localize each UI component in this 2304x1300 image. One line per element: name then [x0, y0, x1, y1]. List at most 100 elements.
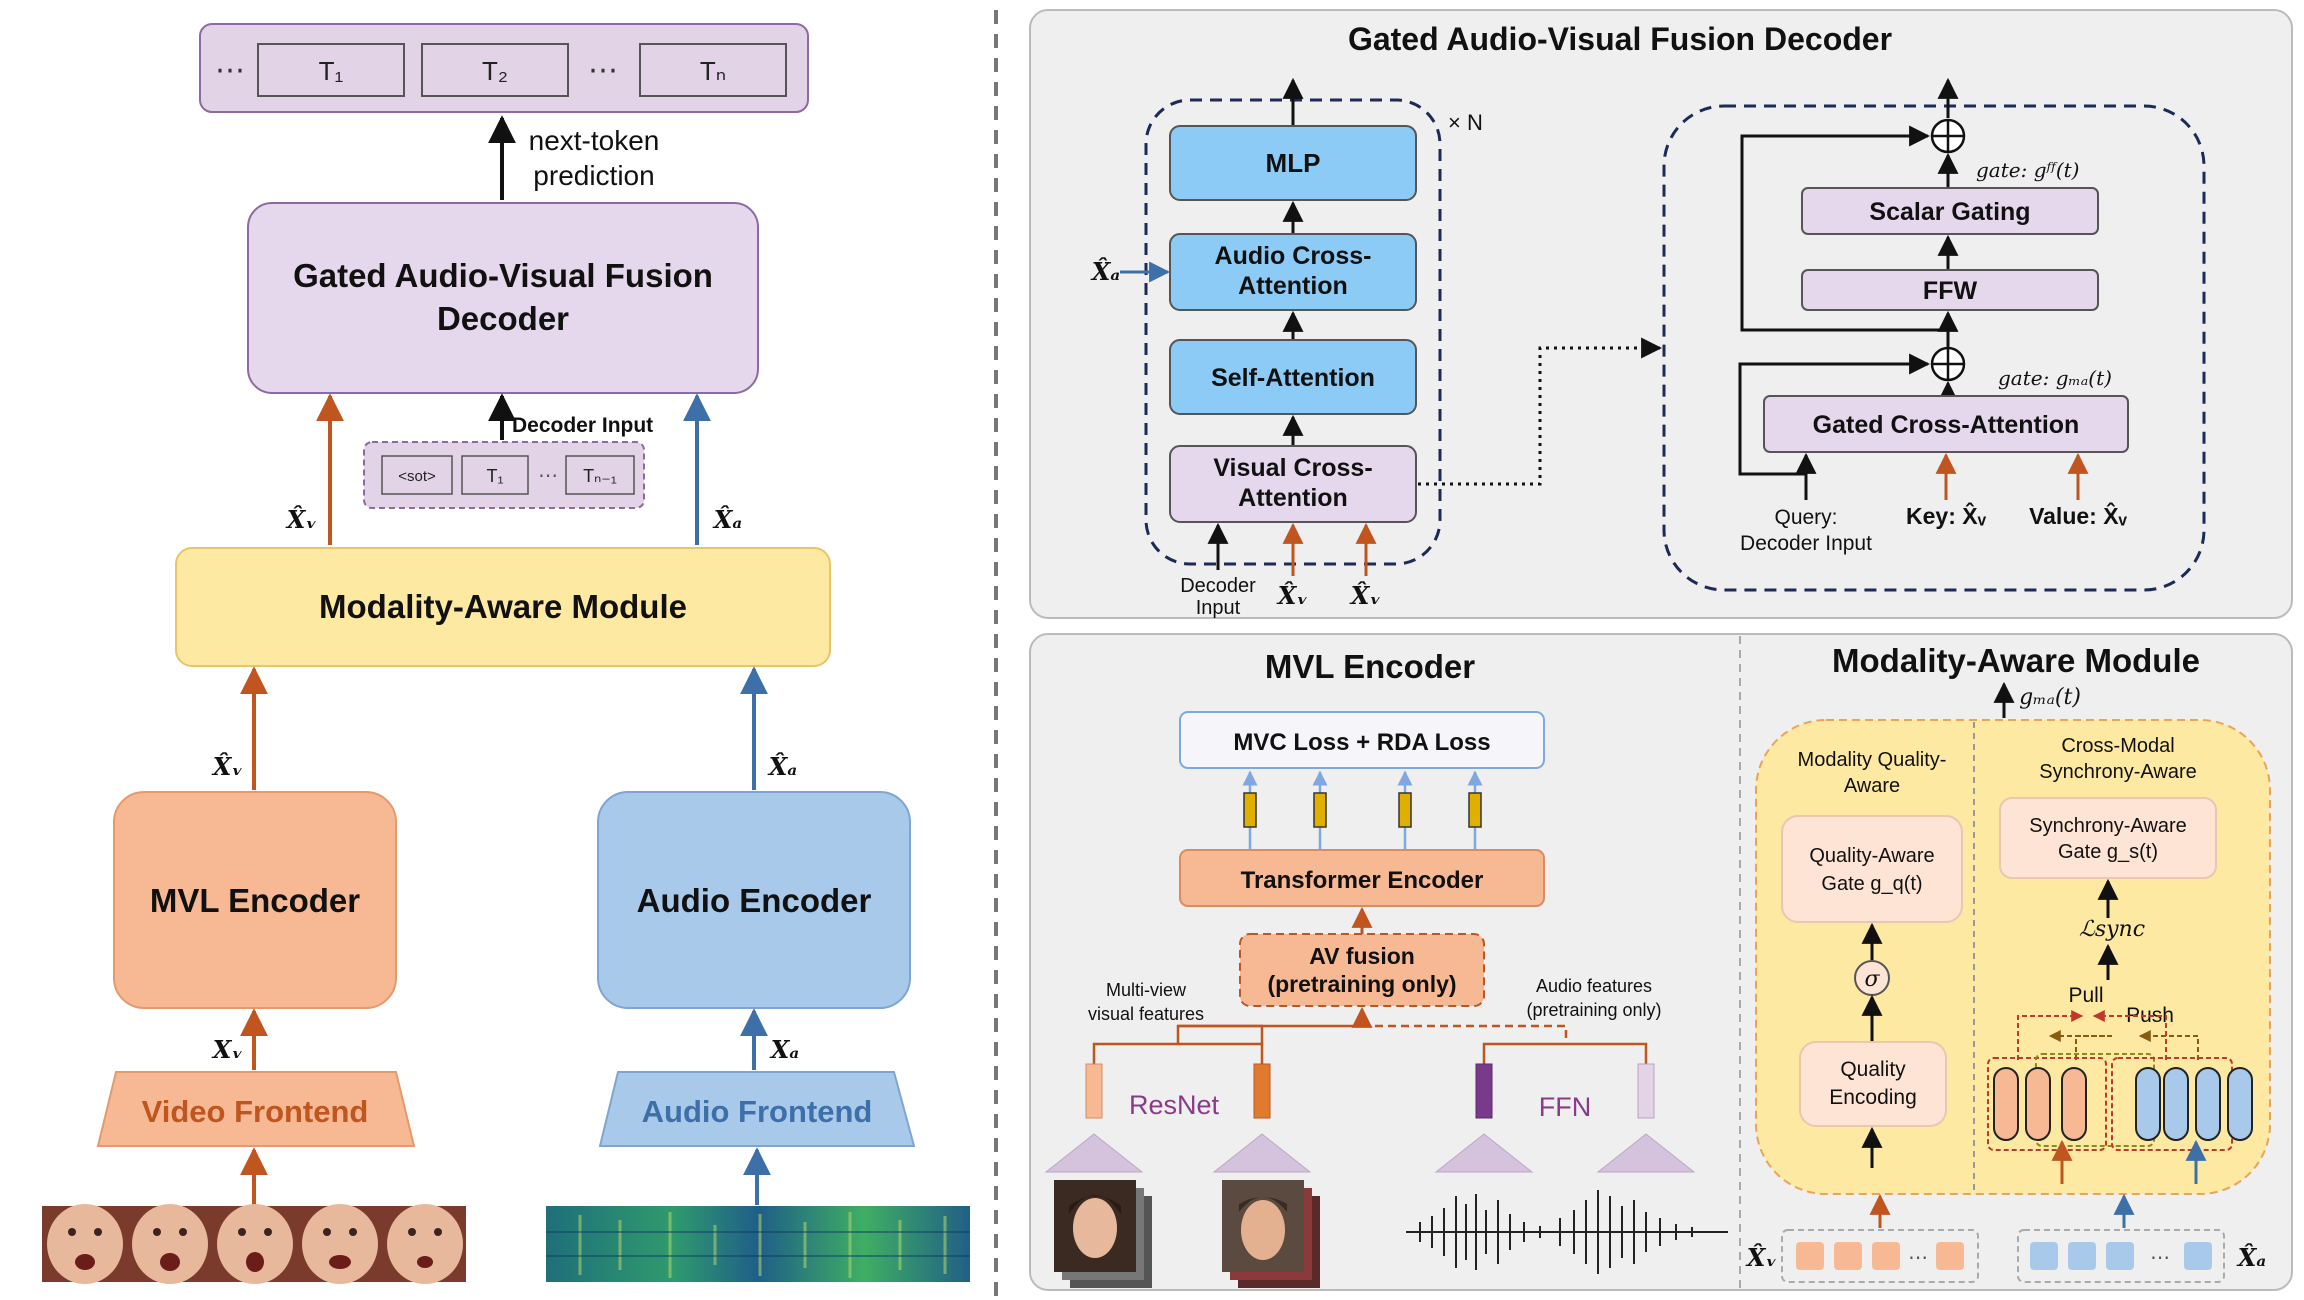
- residual-skip-lower: [1738, 353, 1931, 476]
- token-dots-2: ⋯: [588, 54, 618, 87]
- left-overview: ⋯ T₁ T₂ ⋯ Tₙ next-token prediction Gated…: [42, 23, 970, 1284]
- scalar-gating-box: [1801, 187, 2099, 235]
- xa-hat-label-top: X̂ₐ: [712, 505, 742, 534]
- modality-aware-box: [175, 547, 831, 667]
- video-token-group: [1987, 1057, 2107, 1151]
- xv-hat-mam-label: X̂ᵥ: [1745, 1243, 1777, 1272]
- mam-panel-title: Modality-Aware Module: [1832, 642, 2200, 679]
- visual-cross-label-1: Visual Cross-: [1213, 454, 1372, 482]
- quality-encoding-box: [1799, 1041, 1947, 1127]
- gated-decoder-title-1: Gated Audio-Visual Fusion: [293, 257, 713, 294]
- cross-modal-title-2: Synchrony-Aware: [2039, 761, 2196, 783]
- transformer-encoder-label: Transformer Encoder: [1241, 867, 1484, 894]
- quality-encoding-label-1: Quality: [1840, 1058, 1906, 1081]
- av-fusion-label-2: (pretraining only): [1267, 971, 1456, 997]
- xa-token-row: [2017, 1229, 2225, 1283]
- xv-hat-stack-label-2: X̂ᵥ: [1349, 581, 1381, 610]
- resnet-label: ResNet: [1129, 1090, 1220, 1120]
- video-tokens: [1993, 1067, 2087, 1141]
- token-t1: T₁: [319, 56, 344, 86]
- xa-label: Xₐ: [769, 1035, 799, 1064]
- pull-label: Pull: [2068, 984, 2103, 1007]
- query-label-1: Query:: [1774, 506, 1837, 529]
- cross-modal-title-1: Cross-Modal: [2061, 735, 2174, 757]
- face-thumbnails-2: [1222, 1180, 1320, 1288]
- xv-hat-label-top: X̂ᵥ: [285, 505, 317, 534]
- token-box-tn: [639, 43, 787, 97]
- query-label-2: Decoder Input: [1740, 532, 1872, 555]
- audio-frontend-label: Audio Frontend: [642, 1094, 873, 1129]
- sync-gate-label-1: Synchrony-Aware: [2029, 815, 2186, 837]
- pull-arrow-red-2: [2092, 1010, 2167, 1060]
- sync-gate-box: [1999, 797, 2217, 879]
- quality-aware-title-2: Aware: [1844, 775, 1900, 797]
- value-label: Value: X̂ᵥ: [2029, 502, 2127, 529]
- transformer-encoder-box: [1179, 849, 1545, 907]
- gated-block-dashed: [1662, 104, 2206, 592]
- audio-waveform: [1406, 1190, 1728, 1274]
- audio-features-label-1: Audio features: [1536, 976, 1652, 996]
- av-fusion-box: [1239, 933, 1485, 1007]
- ffn-label: FFN: [1539, 1092, 1591, 1122]
- xv-token-dots: ⋯: [1908, 1247, 1928, 1269]
- audio-cross-label-2: Attention: [1238, 272, 1348, 300]
- audio-spectrogram: [546, 1206, 970, 1282]
- times-n-label: × N: [1448, 110, 1483, 135]
- token-box-t1: [257, 43, 405, 97]
- lsync-label: ℒsync: [2079, 917, 2145, 942]
- sync-gate-label-2: Gate g_s(t): [2058, 841, 2158, 863]
- residual-skip-upper: [1740, 125, 1948, 332]
- xa-token-dots: ⋯: [2150, 1247, 2170, 1269]
- token-t2: T₂: [482, 56, 508, 86]
- next-token-label-1: next-token: [529, 125, 660, 156]
- token-tn: Tₙ: [700, 56, 726, 86]
- input-t1: T₁: [486, 466, 503, 486]
- audio-encoder-title: Audio Encoder: [637, 882, 872, 919]
- decoder-input-label: Decoder Input: [512, 414, 653, 437]
- mlp-box: [1169, 125, 1417, 201]
- quality-gate-label-1: Quality-Aware: [1809, 845, 1934, 867]
- audio-tokens: [2135, 1067, 2253, 1141]
- ffw-label: FFW: [1923, 277, 1978, 305]
- xa-hat-decoder-label: X̂ₐ: [1090, 257, 1120, 286]
- self-attention-box: [1169, 339, 1417, 415]
- audio-encoder-box: [597, 791, 911, 1009]
- quality-aware-title-1: Modality Quality-: [1798, 749, 1947, 771]
- decoder-detail-panel: Gated Audio-Visual Fusion Decoder × N ML…: [1029, 9, 2293, 619]
- mvl-encoder-title: MVL Encoder: [150, 882, 360, 919]
- quality-gate-box: [1781, 815, 1963, 923]
- gated-decoder-title-2: Decoder: [437, 300, 569, 337]
- visual-feature-bar-1: [1085, 1063, 1103, 1119]
- face-thumbnails-1: [1054, 1180, 1152, 1288]
- push-arrow-brown-2: [2138, 1030, 2199, 1060]
- token-box-t2: [421, 43, 569, 97]
- gate-ma-label: gate: gₘₐ(t): [1998, 366, 2112, 390]
- xv-label: Xᵥ: [211, 1035, 243, 1064]
- xv-hat-stack-label-1: X̂ᵥ: [1276, 581, 1308, 610]
- input-tn-1: Tₙ₋₁: [583, 466, 617, 486]
- quality-gate-label-2: Gate g_q(t): [1821, 873, 1922, 895]
- modality-aware-title: Modality-Aware Module: [319, 588, 687, 625]
- audio-frontend-shape: [598, 1071, 916, 1147]
- loss-label: MVC Loss + RDA Loss: [1233, 729, 1490, 756]
- visual-feature-bar-2: [1253, 1063, 1271, 1119]
- feature-tokens: [1242, 770, 1483, 850]
- video-frontend-label: Video Frontend: [142, 1094, 369, 1129]
- mlp-label: MLP: [1266, 148, 1321, 178]
- xa-tokens: [2030, 1242, 2212, 1270]
- audio-feature-brace: [1362, 1024, 1568, 1044]
- decoder-input-stack-label-1: Decoder: [1180, 575, 1256, 597]
- mvl-panel-title: MVL Encoder: [1265, 648, 1475, 685]
- input-dots: ⋯: [538, 465, 558, 487]
- mvl-encoder-box: [113, 791, 397, 1009]
- encoder-mam-panel: MVL Encoder MVC Loss + RDA Loss Transfor…: [1029, 633, 2293, 1291]
- ffw-box: [1801, 269, 2099, 311]
- xv-token-row: [1781, 1229, 1979, 1283]
- multi-view-label-1: Multi-view: [1106, 980, 1187, 1000]
- visual-cross-label-2: Attention: [1238, 484, 1348, 512]
- gma-output-label: gₘₐ(t): [2019, 685, 2081, 710]
- audio-features-label-2: (pretraining only): [1526, 1000, 1661, 1020]
- scalar-gating-label: Scalar Gating: [1869, 198, 2030, 226]
- gated-cross-label: Gated Cross-Attention: [1813, 411, 2080, 439]
